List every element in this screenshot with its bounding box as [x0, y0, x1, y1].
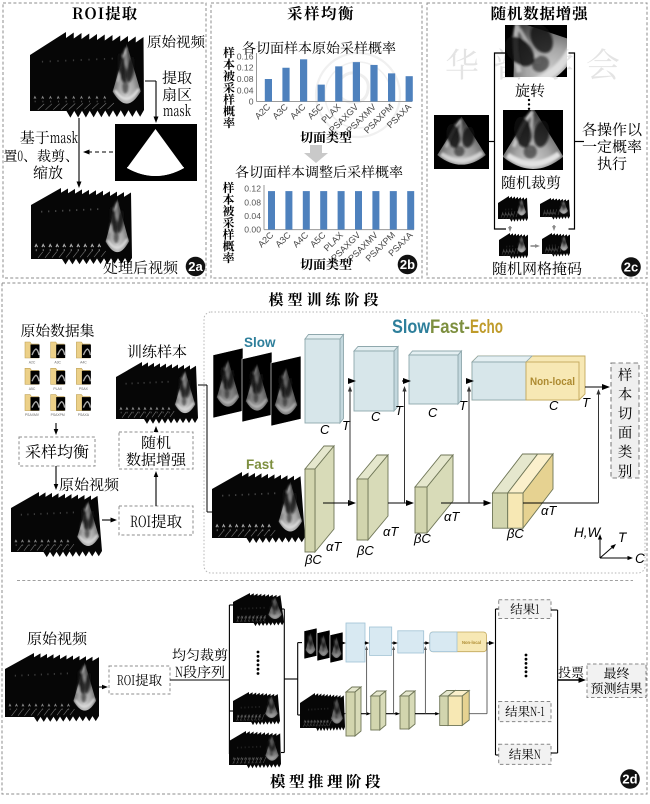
svg-text:Slow: Slow: [392, 316, 431, 338]
svg-text:βC: βC: [304, 552, 322, 567]
svg-text:PSAXPM: PSAXPM: [51, 413, 65, 417]
svg-text:Non-local: Non-local: [462, 640, 481, 645]
svg-text:0.04: 0.04: [244, 211, 261, 221]
svg-text:βC: βC: [506, 526, 524, 541]
svg-text:0: 0: [249, 97, 254, 107]
svg-text:2c: 2c: [624, 260, 638, 275]
svg-text:0.12: 0.12: [237, 63, 254, 73]
svg-text:βC: βC: [413, 531, 431, 546]
svg-text:PSAXMV: PSAXMV: [25, 413, 40, 417]
svg-text:T: T: [618, 530, 628, 545]
svg-text:C: C: [371, 409, 381, 424]
svg-text:A5C: A5C: [29, 387, 36, 391]
svg-text:T: T: [395, 403, 404, 418]
svg-text:Echo: Echo: [470, 316, 503, 338]
svg-text:A4C: A4C: [80, 361, 87, 365]
svg-text:PLAX: PLAX: [53, 387, 62, 391]
svg-text:2d: 2d: [622, 772, 637, 787]
svg-text:A2C: A2C: [29, 361, 36, 365]
svg-text:C: C: [635, 551, 645, 566]
svg-text:Fast: Fast: [246, 457, 274, 472]
svg-text:0.04: 0.04: [237, 85, 254, 95]
svg-text:C: C: [549, 398, 559, 413]
svg-text:A3C: A3C: [54, 361, 61, 365]
svg-text:T: T: [342, 418, 351, 433]
svg-text:2b: 2b: [400, 257, 415, 272]
svg-text:0.08: 0.08: [237, 74, 254, 84]
svg-text:T: T: [459, 398, 468, 413]
svg-text:T: T: [582, 395, 591, 410]
svg-text:αT: αT: [541, 503, 557, 518]
svg-text:PSAXA: PSAXA: [78, 413, 90, 417]
svg-text:2a: 2a: [188, 259, 203, 274]
svg-text:H,W: H,W: [574, 525, 602, 540]
svg-text:βC: βC: [356, 543, 374, 558]
svg-text:Slow: Slow: [244, 335, 276, 350]
svg-text:0.16: 0.16: [237, 52, 254, 62]
svg-text:αT: αT: [444, 509, 460, 524]
svg-text:0.00: 0.00: [244, 225, 261, 235]
svg-text:Non-local: Non-local: [530, 376, 575, 388]
svg-text:0.12: 0.12: [244, 184, 261, 194]
svg-text:PSAX: PSAX: [79, 387, 89, 391]
svg-text:C: C: [428, 405, 438, 420]
svg-text:Fast-: Fast-: [430, 316, 470, 338]
svg-text:C: C: [320, 422, 330, 437]
svg-text:αT: αT: [326, 539, 342, 554]
svg-text:αT: αT: [383, 524, 399, 539]
svg-text:0.08: 0.08: [244, 197, 261, 207]
